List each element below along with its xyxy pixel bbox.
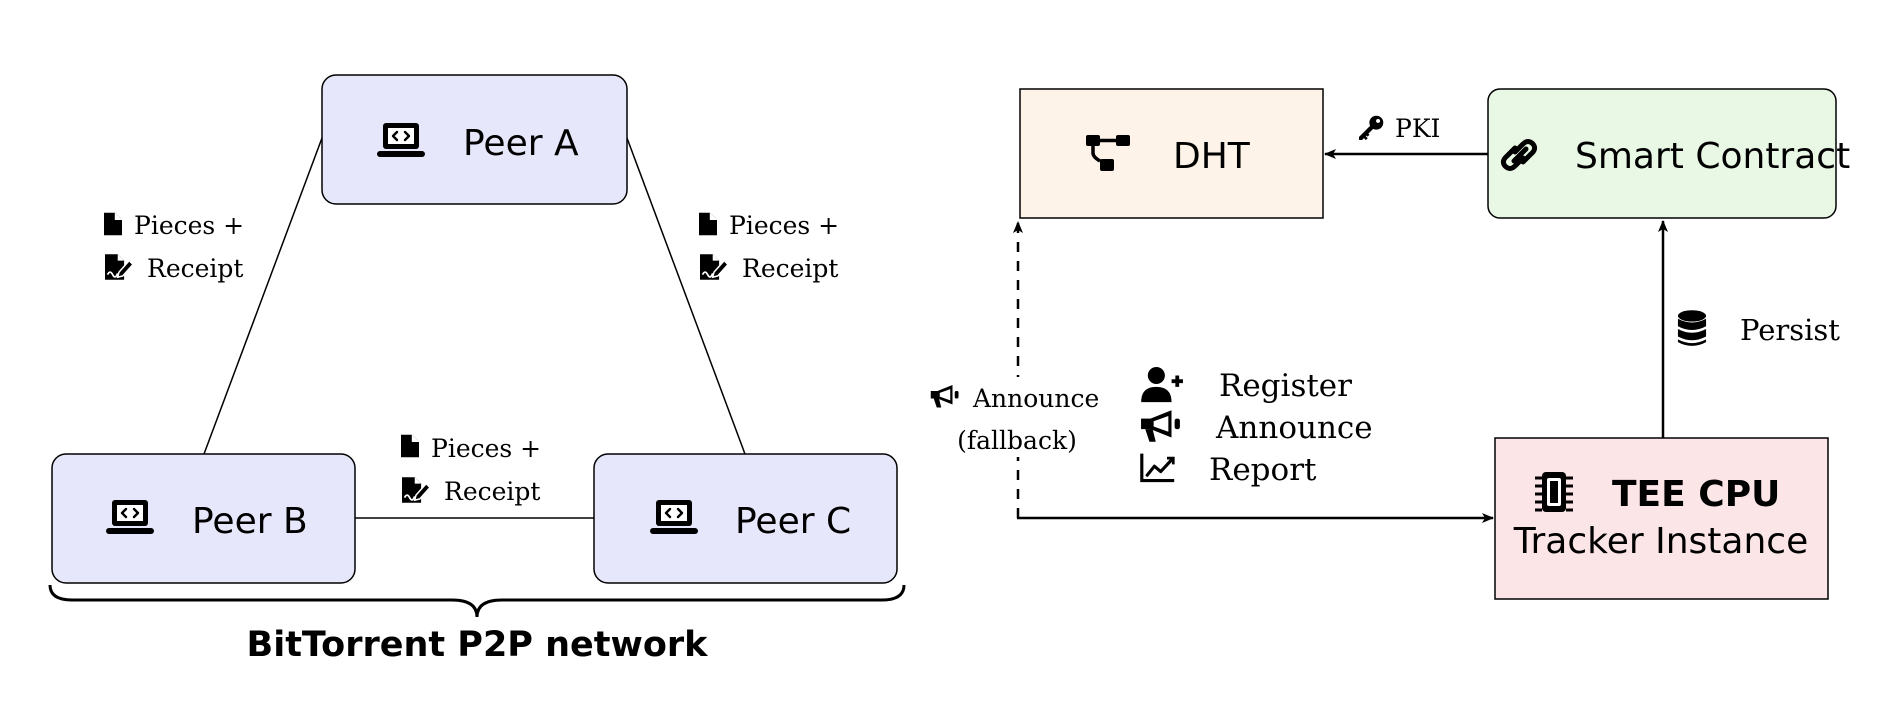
fallback-label-background bbox=[928, 377, 1108, 457]
edge-label-line1: Pieces + bbox=[134, 211, 244, 240]
dht-label: DHT bbox=[1173, 136, 1251, 177]
dht-node[interactable]: DHT bbox=[1019, 88, 1324, 219]
link-peer-a-peer-b bbox=[203, 137, 323, 455]
action-report-label: Report bbox=[1209, 452, 1317, 488]
file-icon bbox=[699, 212, 717, 236]
peer-b-node[interactable]: Peer B bbox=[51, 453, 356, 584]
p2p-network: Peer A Peer B Peer C Pieces + Receipt Pi… bbox=[48, 74, 906, 665]
tracker-architecture: DHT Smart Contract TEE CPU Tracker Insta… bbox=[928, 88, 1850, 600]
fallback-label-line2: (fallback) bbox=[957, 426, 1077, 455]
file-signature-icon bbox=[105, 254, 133, 280]
key-icon bbox=[1361, 116, 1384, 139]
edge-label-a-b: Pieces + Receipt bbox=[104, 211, 244, 283]
persist-label: Persist bbox=[1740, 313, 1840, 347]
database-icon bbox=[1677, 310, 1707, 346]
fallback-label-line1: Announce bbox=[972, 384, 1099, 413]
file-signature-icon bbox=[700, 254, 728, 280]
chart-line-icon bbox=[1140, 451, 1176, 483]
file-icon bbox=[401, 434, 419, 458]
user-plus-icon bbox=[1140, 366, 1185, 404]
laptop-code-icon bbox=[106, 498, 154, 536]
action-list: Register Announce Report bbox=[1140, 366, 1373, 488]
bullhorn-icon bbox=[1141, 410, 1180, 442]
peer-c-label: Peer C bbox=[735, 501, 851, 542]
laptop-code-icon bbox=[377, 121, 425, 159]
tee-title: TEE CPU bbox=[1612, 474, 1780, 515]
edge-label-line2: Receipt bbox=[444, 477, 540, 506]
file-icon bbox=[104, 212, 122, 236]
file-signature-icon bbox=[402, 477, 430, 503]
edge-label-line2: Receipt bbox=[742, 254, 838, 283]
edge-label-a-c: Pieces + Receipt bbox=[699, 211, 839, 283]
peer-c-node[interactable]: Peer C bbox=[593, 453, 898, 584]
laptop-code-icon bbox=[650, 498, 698, 536]
network-brace bbox=[48, 584, 906, 618]
pki-label: PKI bbox=[1395, 114, 1440, 143]
peer-a-node[interactable]: Peer A bbox=[321, 74, 628, 205]
smart-contract-node[interactable]: Smart Contract bbox=[1487, 88, 1850, 219]
edge-label-b-c: Pieces + Receipt bbox=[401, 434, 541, 506]
peer-b-label: Peer B bbox=[192, 501, 308, 542]
peer-a-label: Peer A bbox=[463, 123, 579, 164]
action-register-label: Register bbox=[1219, 368, 1352, 404]
edge-label-line1: Pieces + bbox=[431, 434, 541, 463]
tee-cpu-node[interactable]: TEE CPU Tracker Instance bbox=[1494, 437, 1829, 600]
link-peer-a-peer-c bbox=[626, 137, 746, 455]
action-announce-label: Announce bbox=[1215, 410, 1373, 446]
tee-subtitle: Tracker Instance bbox=[1513, 521, 1808, 562]
network-brace-label: BitTorrent P2P network bbox=[247, 625, 709, 665]
edge-label-line1: Pieces + bbox=[729, 211, 839, 240]
edge-label-line2: Receipt bbox=[147, 254, 243, 283]
smart-contract-label: Smart Contract bbox=[1575, 136, 1850, 177]
